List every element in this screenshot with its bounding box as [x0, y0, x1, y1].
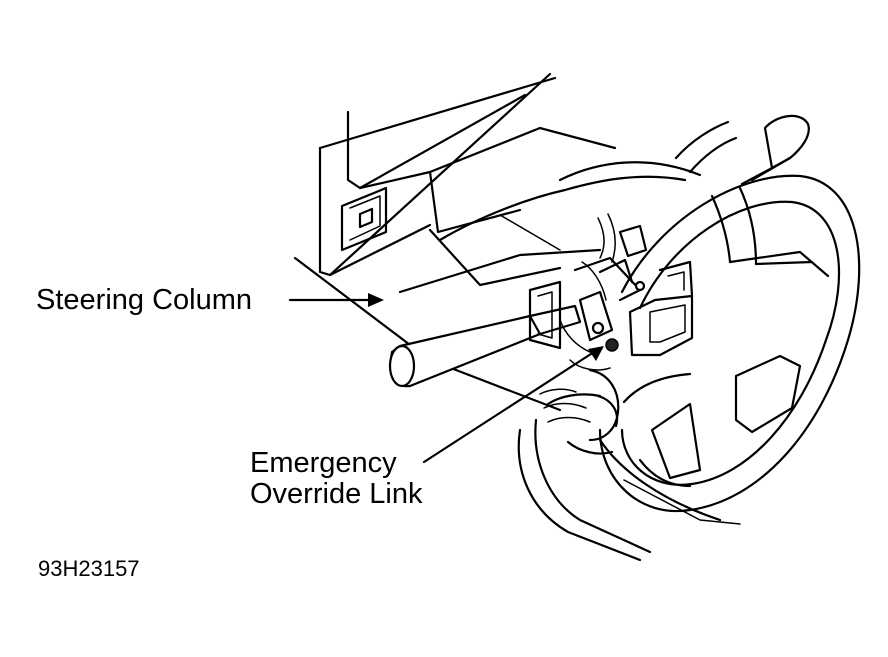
override-mechanism	[559, 213, 694, 371]
emergency-override-line2: Override Link	[250, 478, 423, 510]
steering-column-label: Steering Column	[36, 284, 252, 316]
wrench-handle	[674, 114, 810, 186]
steering-column-leader	[288, 293, 384, 307]
figure-code: 93H23157	[38, 556, 140, 581]
steering-column-shroud	[293, 161, 702, 412]
emergency-override-link-label: Emergency Override Link	[250, 448, 422, 510]
turn-signal-lever	[388, 304, 582, 388]
technician-arm	[517, 368, 741, 562]
panel-switch	[340, 186, 388, 252]
override-link-leader	[422, 346, 604, 464]
dashboard-panel	[318, 72, 617, 277]
emergency-override-line1: Emergency	[250, 447, 397, 479]
lever-bracket	[528, 280, 562, 350]
steering-wheel	[598, 174, 861, 513]
